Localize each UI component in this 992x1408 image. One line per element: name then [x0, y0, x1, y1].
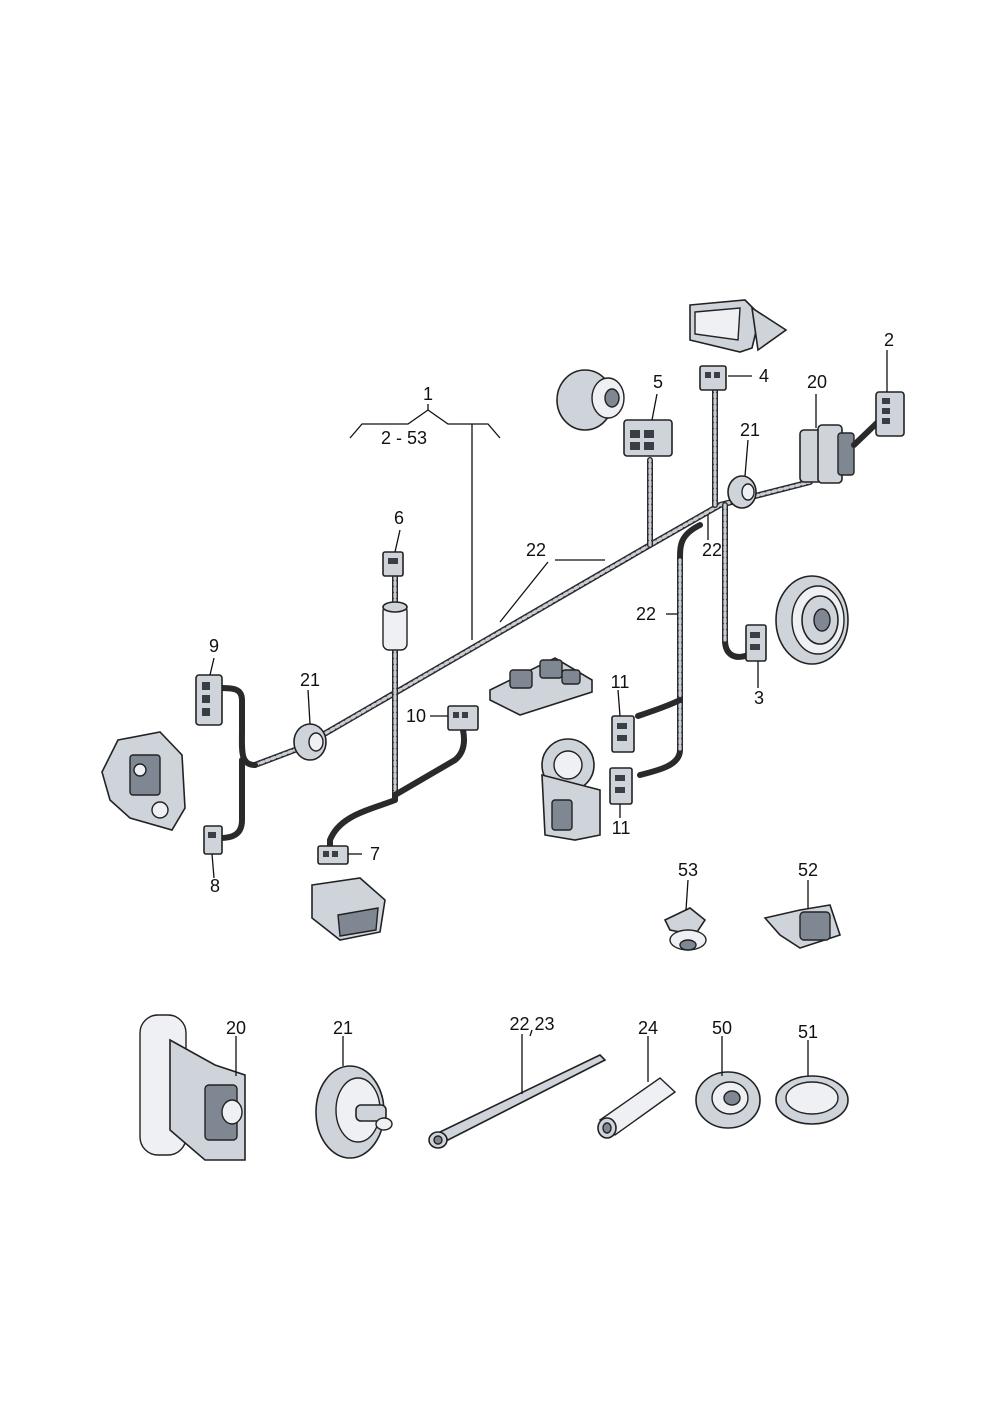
label-3: 3: [754, 688, 764, 708]
window-switch-panel: [489, 657, 593, 716]
boot-20-upper: [799, 417, 883, 484]
connector-9: [195, 674, 223, 726]
label-6: 6: [394, 508, 404, 528]
label-51: 51: [798, 1022, 818, 1042]
window-motor-part: [541, 738, 601, 841]
connector-10: [447, 705, 479, 731]
connector-11-upper: [611, 715, 635, 753]
label-10: 10: [406, 706, 426, 726]
cable-tie-part: [428, 1054, 607, 1149]
mirror-part: [689, 299, 788, 353]
connector-6: [382, 551, 404, 577]
connector-8: [203, 825, 223, 855]
connector-7: [317, 845, 349, 865]
label-1: 1: [423, 384, 433, 404]
grommet-21-upper: [727, 475, 757, 509]
door-lock-part: [101, 731, 186, 831]
label-11-upper: 11: [611, 672, 630, 692]
label-21-left: 21: [300, 670, 320, 690]
label-2-53: 2 - 53: [381, 428, 427, 448]
label-2: 2: [884, 330, 894, 350]
label-50: 50: [712, 1018, 732, 1038]
main-harness-wires: [217, 387, 813, 851]
connector-3: [745, 624, 767, 662]
speaker-knob-part: [556, 369, 625, 431]
label-5: 5: [653, 372, 663, 392]
grommet-50-part: [695, 1071, 761, 1129]
tube-24-part: [597, 1077, 677, 1139]
label-20-bottom: 20: [226, 1018, 246, 1038]
label-21-bottom: 21: [333, 1018, 353, 1038]
label-22-middle: 22: [526, 540, 546, 560]
label-24: 24: [638, 1018, 658, 1038]
label-11-lower: 11: [612, 818, 631, 838]
label-7: 7: [370, 844, 380, 864]
harness-bracket: [349, 404, 501, 640]
connector-2: [875, 391, 905, 437]
grommet-21-left: [293, 723, 327, 761]
label-21-upper: 21: [740, 420, 760, 440]
cap-51-part: [775, 1075, 849, 1125]
clip-52-part: [763, 904, 842, 949]
clip-53-part: [663, 907, 707, 951]
switch-button-part: [311, 877, 386, 941]
connector-5: [623, 419, 673, 457]
label-22-23: 22 23: [509, 1014, 554, 1034]
label-9: 9: [209, 636, 219, 656]
label-52: 52: [798, 860, 818, 880]
connector-4: [699, 365, 727, 391]
label-20-upper: 20: [807, 372, 827, 392]
leader-lines: [209, 350, 888, 1094]
connector-11-lower: [609, 767, 633, 805]
label-53: 53: [678, 860, 698, 880]
tube-part: [382, 601, 408, 651]
loudspeaker: [775, 575, 849, 665]
grommet-21-part: [315, 1065, 393, 1159]
label-8: 8: [210, 876, 220, 896]
label-4: 4: [759, 366, 769, 386]
callout-labels: 1 2 - 53 2 20 4 5 21 22 22 22 6 9 21 10 …: [209, 330, 894, 1042]
label-22-right: 22: [702, 540, 722, 560]
label-22-lower: 22: [636, 604, 656, 624]
boot-20-part: [139, 1014, 246, 1161]
